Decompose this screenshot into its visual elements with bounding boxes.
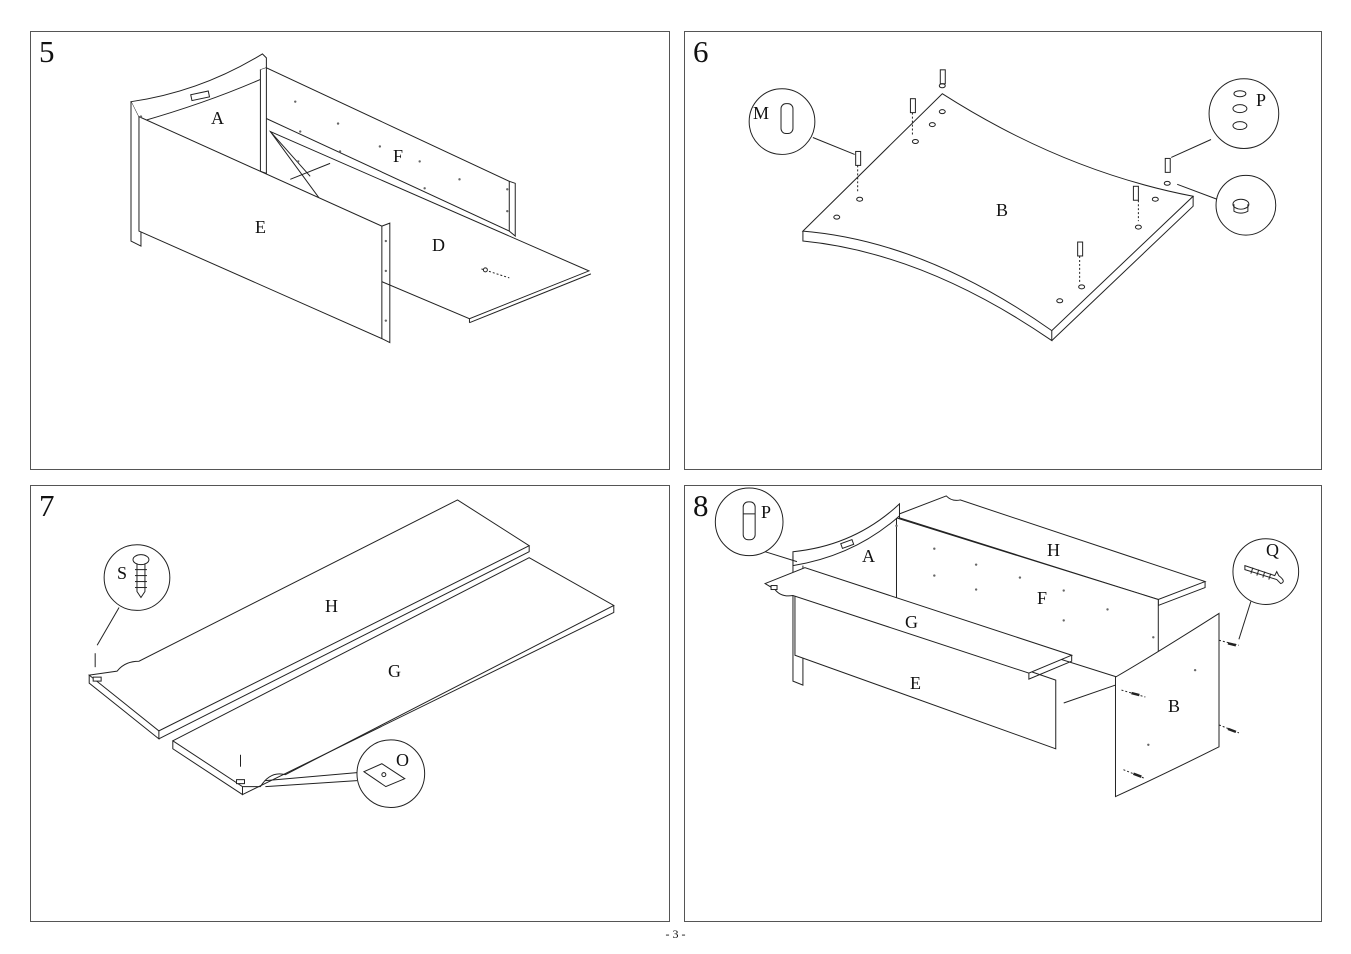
part-label-o: O bbox=[396, 750, 409, 770]
part-label-b: B bbox=[1168, 696, 1180, 716]
step-5-drawing bbox=[31, 32, 669, 469]
part-label-b: B bbox=[996, 200, 1008, 220]
part-label-g: G bbox=[388, 661, 401, 681]
part-label-d: D bbox=[432, 235, 445, 255]
part-label-e: E bbox=[910, 673, 921, 693]
part-label-e: E bbox=[255, 217, 266, 237]
part-label-g: G bbox=[905, 612, 918, 632]
step-number: 7 bbox=[39, 488, 55, 524]
step-6-drawing bbox=[685, 32, 1321, 469]
part-label-h: H bbox=[325, 596, 338, 616]
part-label-p: P bbox=[1256, 90, 1266, 110]
part-label-q: Q bbox=[1266, 540, 1279, 560]
part-label-s: S bbox=[117, 563, 127, 583]
part-label-f: F bbox=[393, 146, 403, 166]
step-6-panel: 6 M P B bbox=[684, 31, 1322, 470]
step-8-panel: 8 P A H Q F G E B bbox=[684, 485, 1322, 922]
part-label-f: F bbox=[1037, 588, 1047, 608]
step-number: 6 bbox=[693, 34, 709, 70]
part-label-p: P bbox=[761, 502, 771, 522]
step-number: 8 bbox=[693, 488, 709, 524]
part-label-m: M bbox=[753, 103, 769, 123]
step-7-drawing bbox=[31, 486, 669, 921]
part-label-h: H bbox=[1047, 540, 1060, 560]
part-label-a: A bbox=[862, 546, 875, 566]
page-number: - 3 - bbox=[0, 927, 1351, 942]
step-7-panel: 7 S H G O bbox=[30, 485, 670, 922]
part-label-a: A bbox=[211, 108, 224, 128]
step-number: 5 bbox=[39, 34, 55, 70]
step-5-panel: 5 A F E D bbox=[30, 31, 670, 470]
step-8-drawing bbox=[685, 486, 1321, 921]
